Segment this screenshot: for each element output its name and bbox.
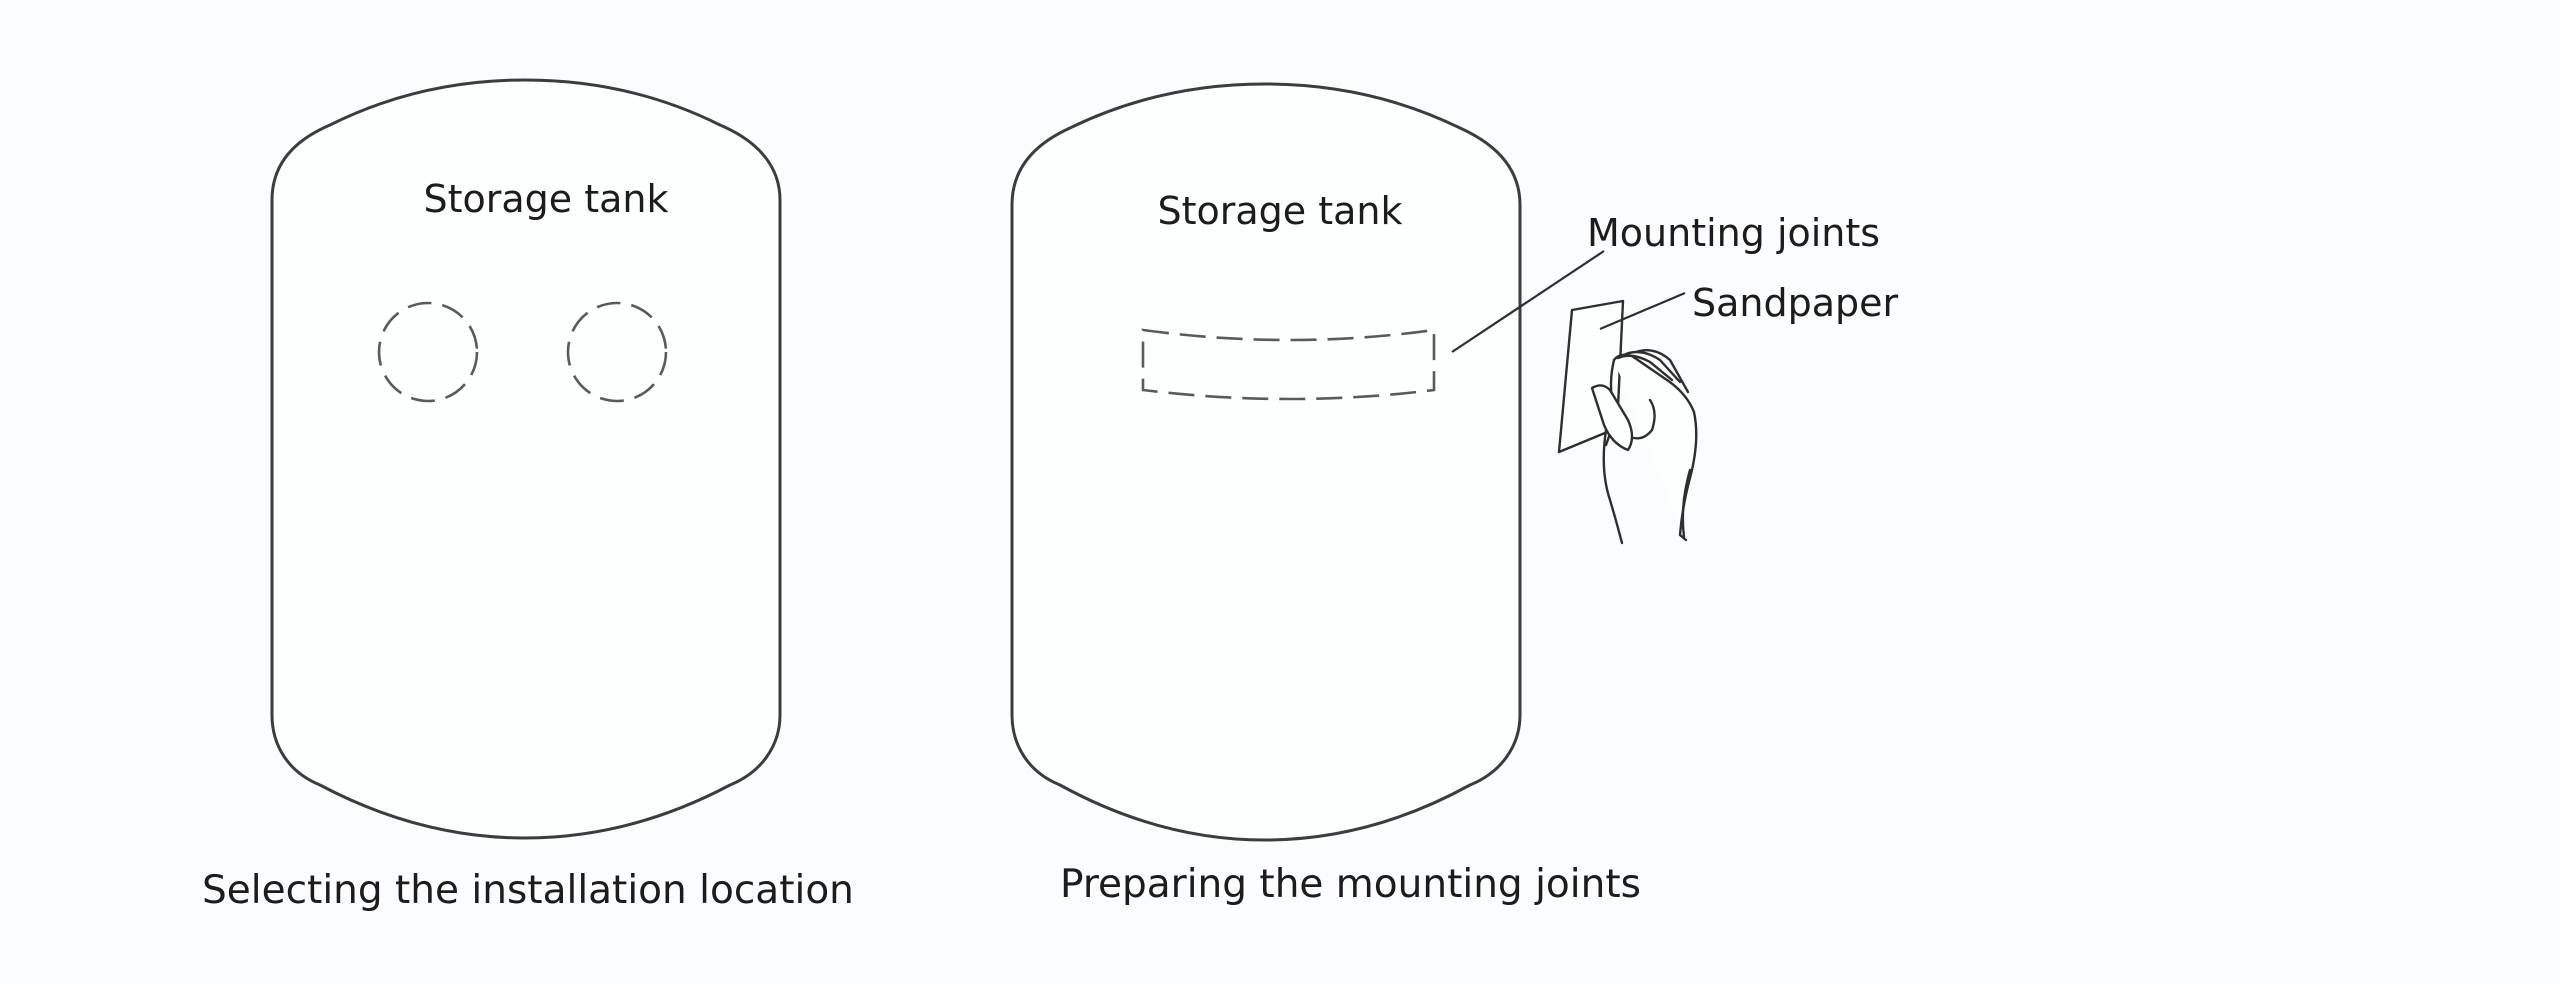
caption-preparing-joints: Preparing the mounting joints <box>1060 862 1641 907</box>
tank-label-right: Storage tank <box>1157 189 1402 233</box>
hand-fingers <box>1616 349 1690 394</box>
hand-thumb <box>1590 384 1634 452</box>
caption-selecting-location: Selecting the installation location <box>202 868 854 913</box>
hand-wrist <box>1602 428 1692 545</box>
mounting-joint-area-outline <box>1141 328 1436 401</box>
panel-preparing-joints: Storage tank Mounting joints Sandpaper P… <box>1010 82 1899 907</box>
mounting-location-marker-1 <box>377 301 479 403</box>
panel-selecting-location: Storage tank Selecting the installation … <box>202 78 854 913</box>
leader-line-mounting-joints <box>1451 250 1605 353</box>
storage-tank-outline-right <box>1010 82 1522 842</box>
hand-knuckle-curve <box>1632 398 1656 440</box>
hand-illustration <box>1590 349 1698 545</box>
storage-tank-outline-left <box>270 78 782 840</box>
leader-line-sandpaper <box>1599 291 1686 331</box>
callout-sandpaper: Sandpaper <box>1692 281 1899 325</box>
tank-label-left: Storage tank <box>423 177 668 221</box>
mounting-location-marker-2 <box>566 301 668 403</box>
callout-mounting-joints: Mounting joints <box>1587 211 1880 255</box>
